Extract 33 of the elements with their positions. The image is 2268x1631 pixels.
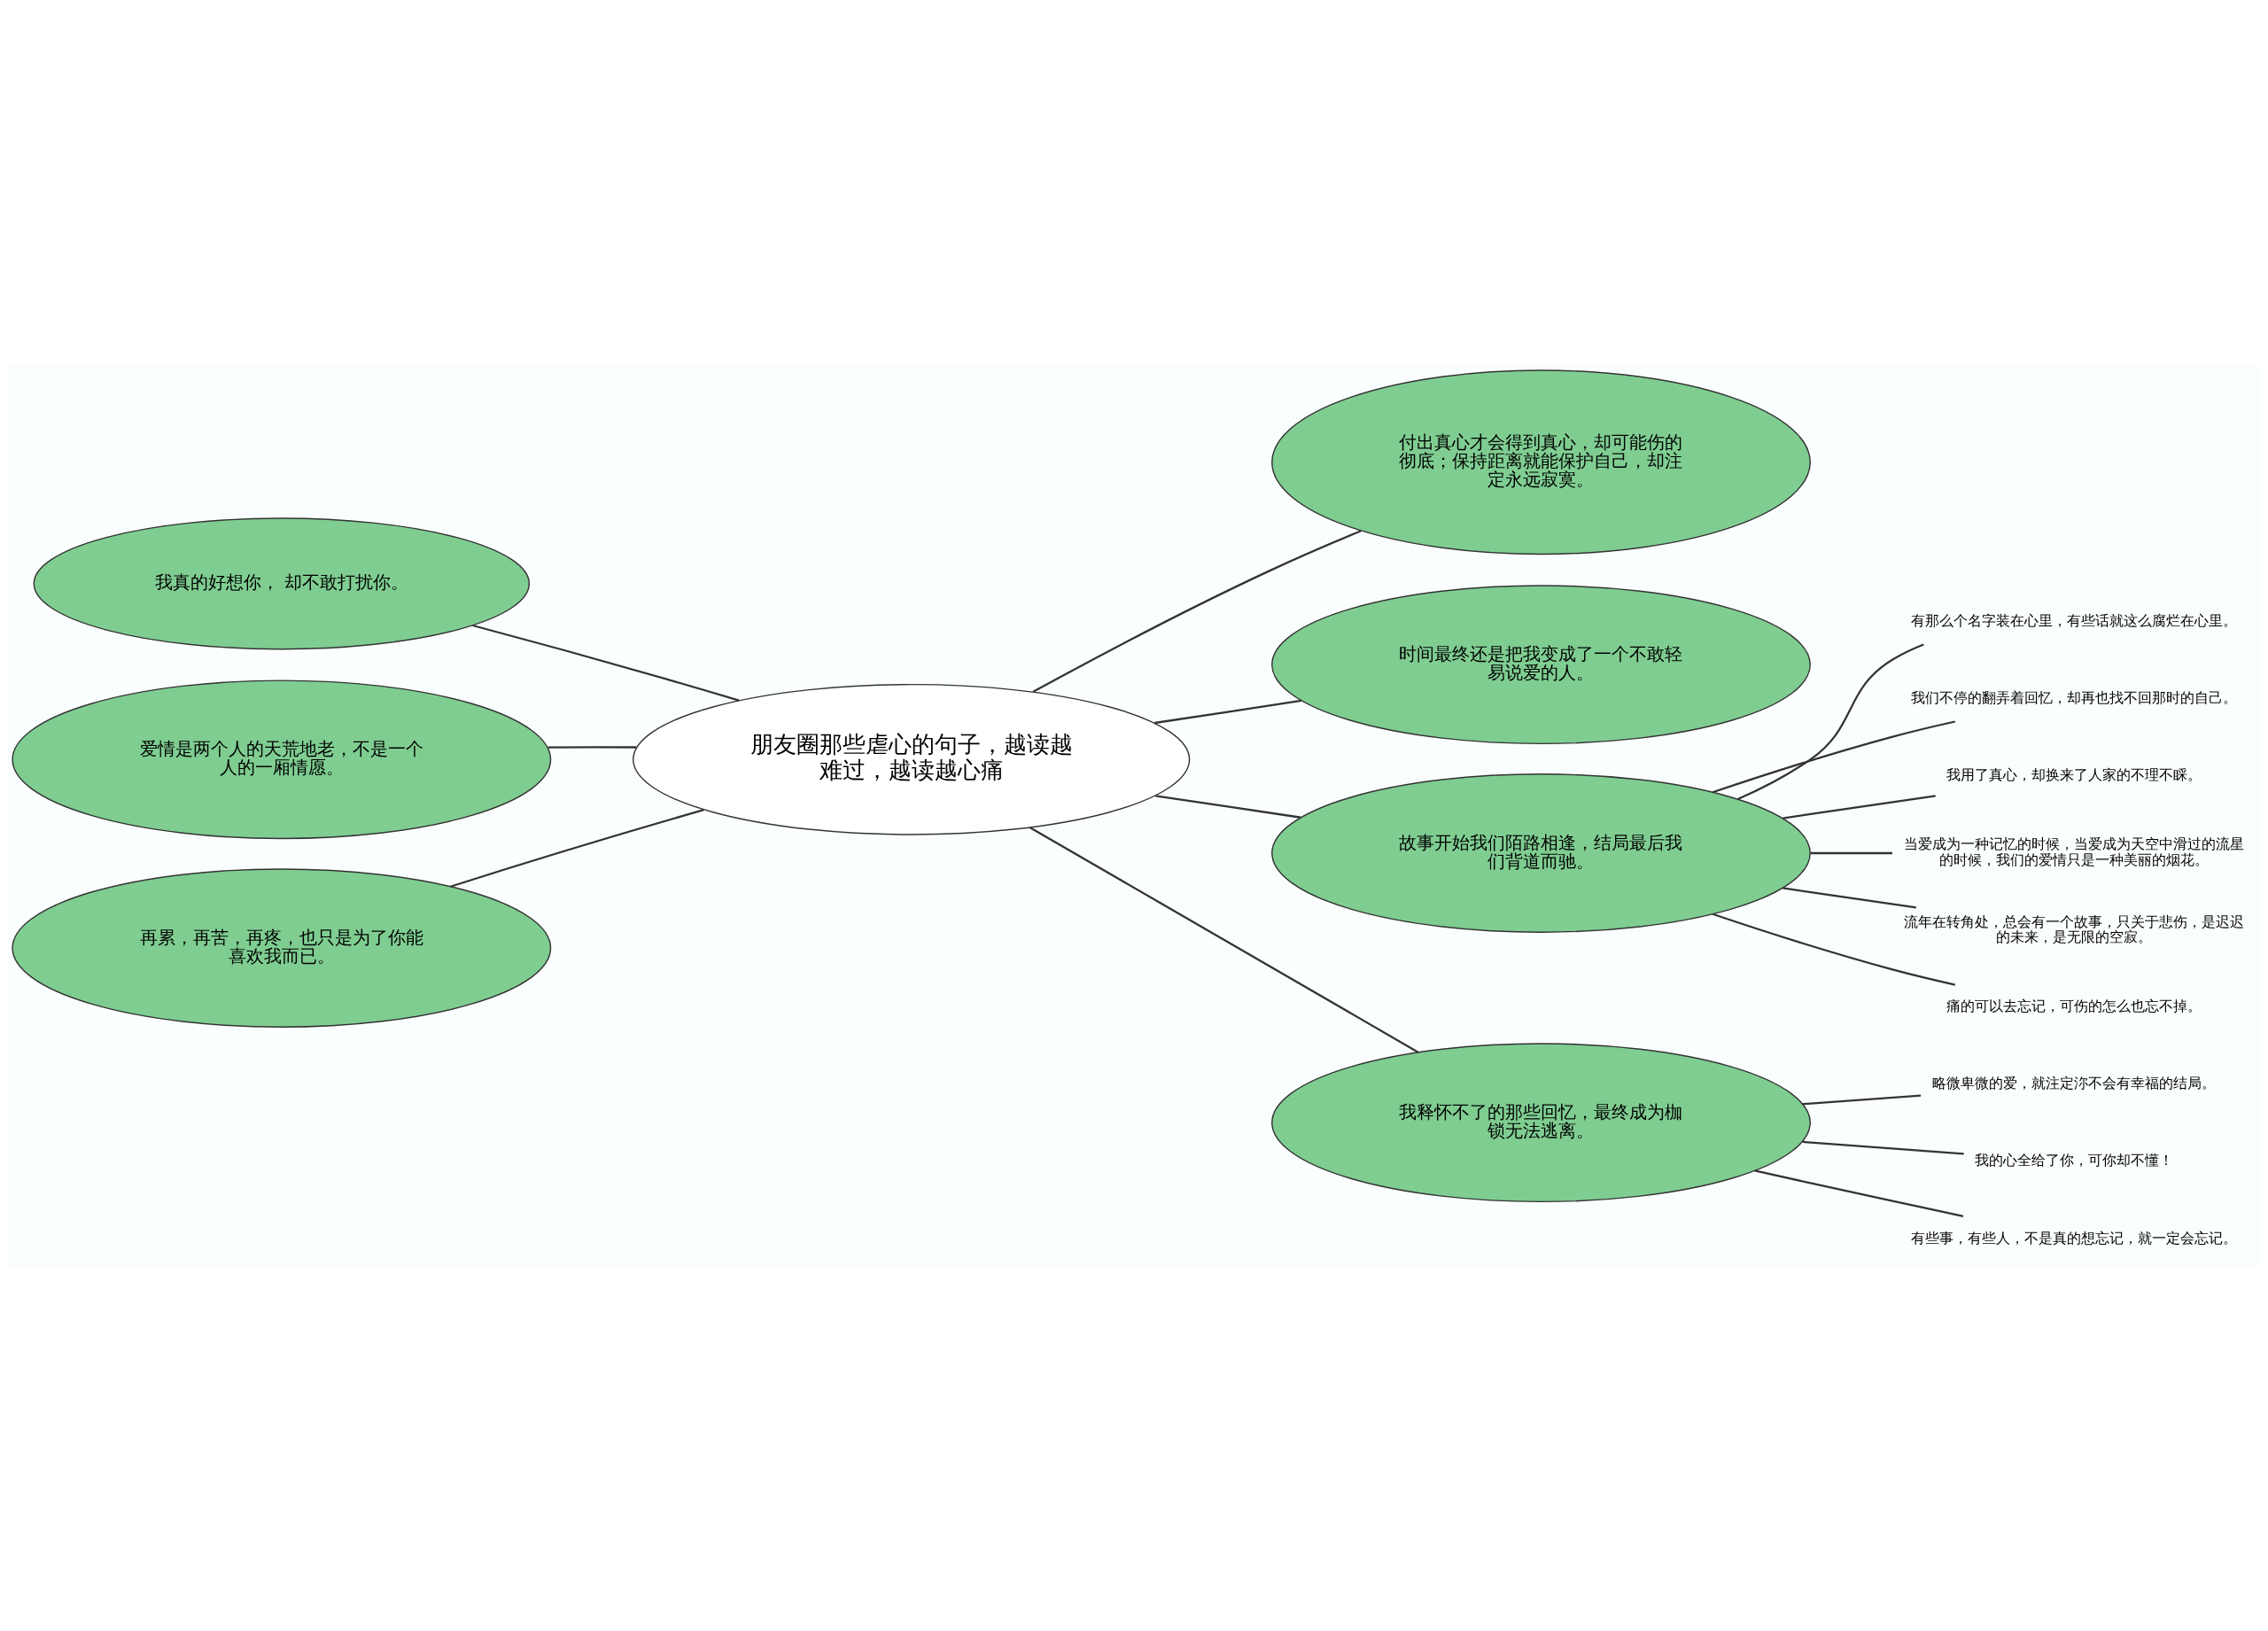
connector bbox=[1029, 826, 1419, 1053]
node-text: 当爱成为一种记忆的时候，当爱成为天空中滑过的流星的时候，我们的爱情只是一种美丽的烟花。 bbox=[1904, 835, 2245, 868]
node-ellipse: 我释怀不了的那些回忆，最终成为枷锁无法逃离。 bbox=[1271, 1042, 1811, 1202]
connector bbox=[1712, 913, 1956, 986]
node-ellipse: 再累，再苦，再疼，也只是为了你能喜欢我而已。 bbox=[12, 867, 552, 1028]
connector bbox=[1810, 851, 1892, 854]
node-text: 痛的可以去忘记，可伤的怎么也忘不掉。 bbox=[1946, 997, 2202, 1014]
connector bbox=[1802, 1140, 1964, 1154]
connector bbox=[1803, 1094, 1922, 1105]
node-ellipse: 爱情是两个人的天荒地老，不是一个人的一厢情愿。 bbox=[12, 679, 552, 839]
connector bbox=[1754, 1169, 1964, 1217]
connector bbox=[548, 745, 637, 749]
node-ellipse: 我真的好想你， 却不敢打扰你。 bbox=[33, 516, 531, 649]
connector bbox=[1737, 642, 1924, 800]
connector bbox=[1783, 794, 1936, 819]
connector bbox=[450, 808, 704, 888]
node-text: 略微卑微的爱，就注定沵不会有幸福的结局。 bbox=[1932, 1074, 2217, 1091]
node-text: 有那么个名字装在心里，有些话就这么腐烂在心里。 bbox=[1911, 611, 2238, 629]
connector bbox=[1154, 699, 1301, 724]
node-ellipse: 时间最终还是把我变成了一个不敢轻易说爱的人。 bbox=[1271, 584, 1811, 744]
connector bbox=[1032, 529, 1362, 693]
node-text: 我的心全给了你，可你却不懂！ bbox=[1975, 1151, 2174, 1169]
node-text: 有些事，有些人，不是真的想忘记，就一定会忘记。 bbox=[1911, 1229, 2238, 1247]
connector bbox=[1155, 794, 1301, 819]
connector bbox=[472, 624, 740, 702]
node-ellipse: 付出真心才会得到真心，却可能伤的彻底；保持距离就能保护自己，却注定永远寂寞。 bbox=[1271, 369, 1811, 555]
connector bbox=[1712, 719, 1956, 793]
node-text: 我用了真心，却换来了人家的不理不睬。 bbox=[1946, 765, 2202, 783]
node-text: 我们不停的翻弄着回忆，却再也找不回那时的自己。 bbox=[1911, 688, 2238, 706]
node-ellipse: 朋友圈那些虐心的句子，越读越难过，越读越心痛 bbox=[633, 683, 1191, 835]
node-ellipse: 故事开始我们陌路相逢，结局最后我们背道而驰。 bbox=[1271, 773, 1811, 933]
connector bbox=[1783, 886, 1916, 908]
node-text: 流年在转角处，总会有一个故事，只关于悲伤，是迟迟的未来，是无限的空寂。 bbox=[1904, 913, 2245, 945]
